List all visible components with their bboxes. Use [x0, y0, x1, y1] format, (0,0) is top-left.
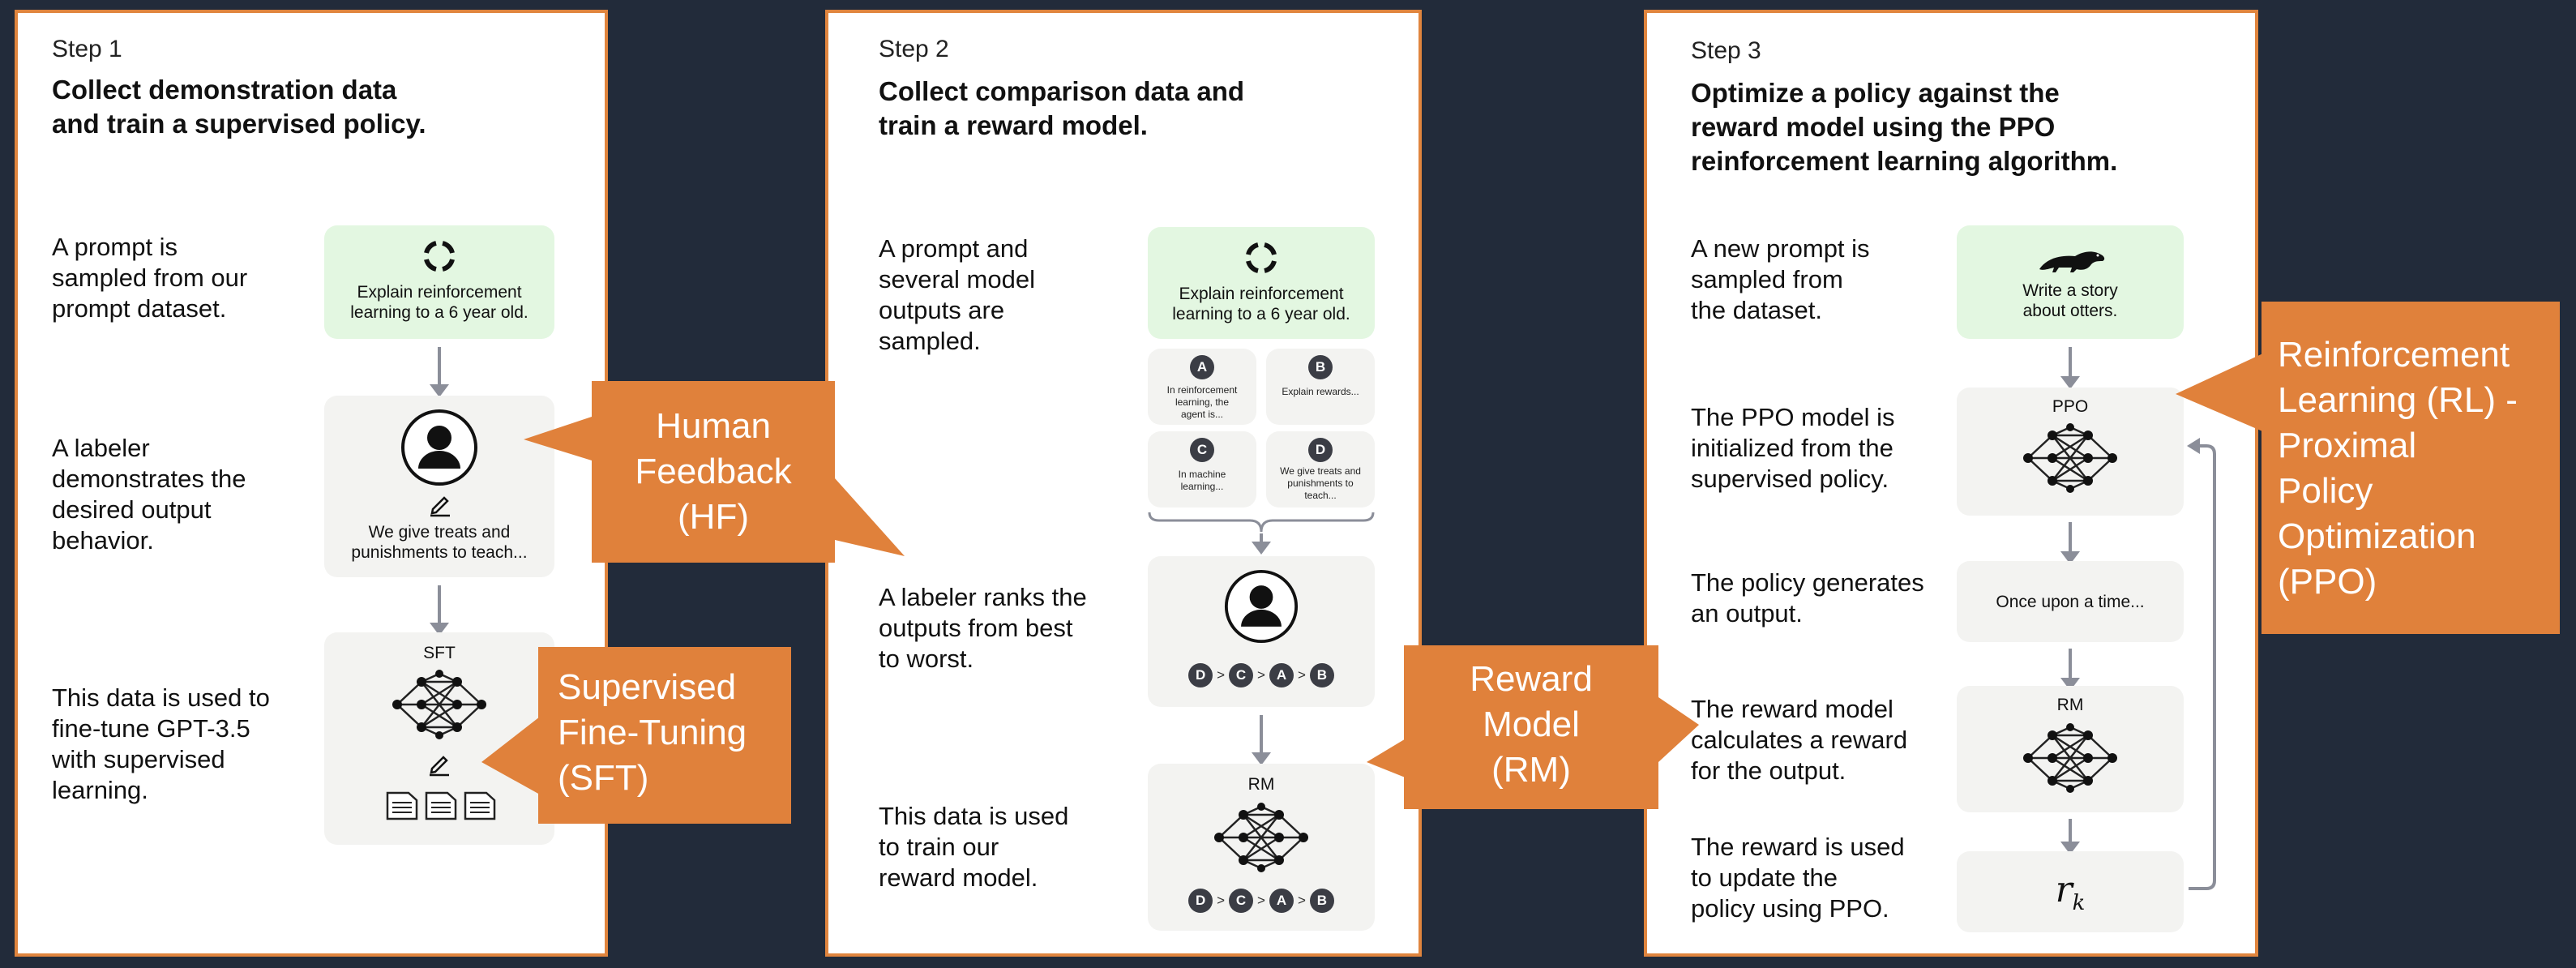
step3-label: Step 3 — [1691, 37, 1761, 64]
step2-labeler-box: D > C > A > B — [1148, 556, 1375, 707]
ppo-label: PPO — [2052, 397, 2089, 416]
step2-prompt-text: Explain reinforcement learning to a 6 ye… — [1172, 285, 1350, 323]
hf-callout: Human Feedback (HF) — [592, 381, 835, 563]
step3-panel: Step 3 Optimize a policy against the rew… — [1644, 10, 2258, 957]
step3-desc-update: The reward is used to update the policy … — [1691, 833, 1905, 923]
rm-callout-pointers — [1367, 697, 1699, 778]
person-icon — [401, 409, 477, 486]
step3-desc-reward: The reward model calculates a reward for… — [1691, 695, 1908, 785]
bracket-icon — [1148, 512, 1375, 533]
reward-symbol: rk — [2055, 869, 2086, 915]
step3-output-box: Once upon a time... — [1957, 561, 2184, 642]
otter-icon — [2039, 251, 2105, 272]
rank-item: B — [1309, 663, 1334, 687]
output-letter: D — [1308, 438, 1333, 462]
rl-callout: Reinforcement Learning (RL) - Proximal P… — [2261, 302, 2560, 634]
person-icon — [1224, 569, 1299, 644]
step2-prompt-box: Explain reinforcement learning to a 6 ye… — [1148, 227, 1375, 339]
step3-desc-output: The policy generates an output. — [1691, 568, 1924, 627]
step3-prompt-text: Write a story about otters. — [2022, 281, 2118, 320]
rm-label: RM — [1247, 775, 1275, 794]
sft-callout-pointer — [481, 717, 540, 795]
output-text: We give treats and punishments to teach.… — [1280, 465, 1361, 501]
rank-item: A — [1269, 663, 1294, 687]
step3-arrow-3 — [2060, 649, 2080, 691]
step3-arrow-2 — [2060, 522, 2080, 564]
step1-demo-text: We give treats and punishments to teach.… — [351, 523, 528, 562]
output-letter: B — [1308, 355, 1333, 379]
step1-desc-labeler: A labeler demonstrates the desired outpu… — [52, 434, 246, 555]
step2-desc-sampled: A prompt and several model outputs are s… — [879, 234, 1035, 355]
step3-heading: Optimize a policy against the reward mod… — [1691, 78, 2118, 176]
step1-arrow-2 — [430, 585, 449, 636]
output-card-c: C In machine learning... — [1148, 431, 1256, 508]
step3-output-text: Once upon a time... — [1996, 593, 2145, 611]
step3-rm-box: RM — [1957, 686, 2184, 812]
step1-labeler-box: We give treats and punishments to teach.… — [324, 396, 554, 577]
step1-heading: Collect demonstration data and train a s… — [52, 75, 426, 139]
step2-panel: Step 2 Collect comparison data and train… — [825, 10, 1422, 957]
neural-network-icon — [2023, 423, 2117, 493]
step3-desc-ppo: The PPO model is initialized from the su… — [1691, 403, 1895, 493]
step1-desc-sft: This data is used to fine-tune GPT-3.5 w… — [52, 683, 270, 804]
hf-callout-pointers — [524, 417, 905, 556]
output-text: In reinforcement learning, the agent is.… — [1166, 384, 1238, 420]
output-letter: A — [1190, 355, 1214, 379]
rank-item: B — [1309, 889, 1334, 913]
step3-desc-prompt: A new prompt is sampled from the dataset… — [1691, 234, 1870, 324]
step1-prompt-text: Explain reinforcement learning to a 6 ye… — [350, 283, 528, 322]
rm-callout: Reward Model (RM) — [1404, 645, 1658, 809]
cycle-icon — [1246, 242, 1277, 273]
step1-label: Step 1 — [52, 36, 122, 62]
feedback-loop-arrow — [2187, 438, 2216, 890]
ranking-row: D > C > A > B — [1148, 889, 1375, 913]
step2-label: Step 2 — [879, 36, 949, 62]
output-letter: C — [1190, 438, 1214, 462]
output-text: Explain rewards... — [1282, 386, 1359, 397]
step2-arrow-2 — [1252, 715, 1271, 765]
neural-network-icon — [2023, 723, 2117, 793]
rank-item: C — [1229, 663, 1254, 687]
rl-callout-pointer — [2176, 352, 2266, 433]
rm-label: RM — [2056, 696, 2084, 714]
step2-rm-box: RM D > C > A > B — [1148, 764, 1375, 931]
step1-desc-prompt: A prompt is sampled from our prompt data… — [52, 233, 248, 323]
step3-ppo-box: PPO — [1957, 388, 2184, 516]
rank-item: A — [1269, 889, 1294, 913]
rank-item: C — [1229, 889, 1254, 913]
documents-icon — [386, 791, 496, 820]
pencil-icon — [430, 756, 449, 777]
sft-label: SFT — [423, 644, 456, 662]
step3-prompt-box: Write a story about otters. — [1957, 225, 2184, 339]
ranking-row: D > C > A > B — [1148, 663, 1375, 687]
step1-panel: Step 1 Collect demonstration data and tr… — [15, 10, 608, 957]
step2-arrow-1 — [1252, 533, 1271, 555]
rank-item: D — [1188, 889, 1213, 913]
output-card-d: D We give treats and punishments to teac… — [1266, 431, 1375, 508]
output-text: In machine learning... — [1178, 469, 1226, 492]
cycle-icon — [424, 241, 455, 272]
neural-network-icon — [1214, 803, 1308, 872]
step1-arrow-1 — [430, 347, 449, 397]
output-card-b: B Explain rewards... — [1266, 349, 1375, 425]
pencil-icon — [430, 496, 450, 517]
rank-item: D — [1188, 663, 1213, 687]
step3-arrow-4 — [2060, 819, 2080, 854]
output-card-a: A In reinforcement learning, the agent i… — [1148, 349, 1256, 425]
sft-callout: Supervised Fine-Tuning (SFT) — [538, 647, 791, 824]
step3-arrow-1 — [2060, 347, 2080, 389]
step1-prompt-box: Explain reinforcement learning to a 6 ye… — [324, 225, 554, 339]
neural-network-icon — [392, 670, 486, 739]
step3-reward-box: rk — [1957, 851, 2184, 932]
step2-desc-train: This data is used to train our reward mo… — [879, 802, 1069, 892]
step2-heading: Collect comparison data and train a rewa… — [879, 76, 1245, 140]
step2-desc-ranks: A labeler ranks the outputs from best to… — [879, 583, 1087, 673]
